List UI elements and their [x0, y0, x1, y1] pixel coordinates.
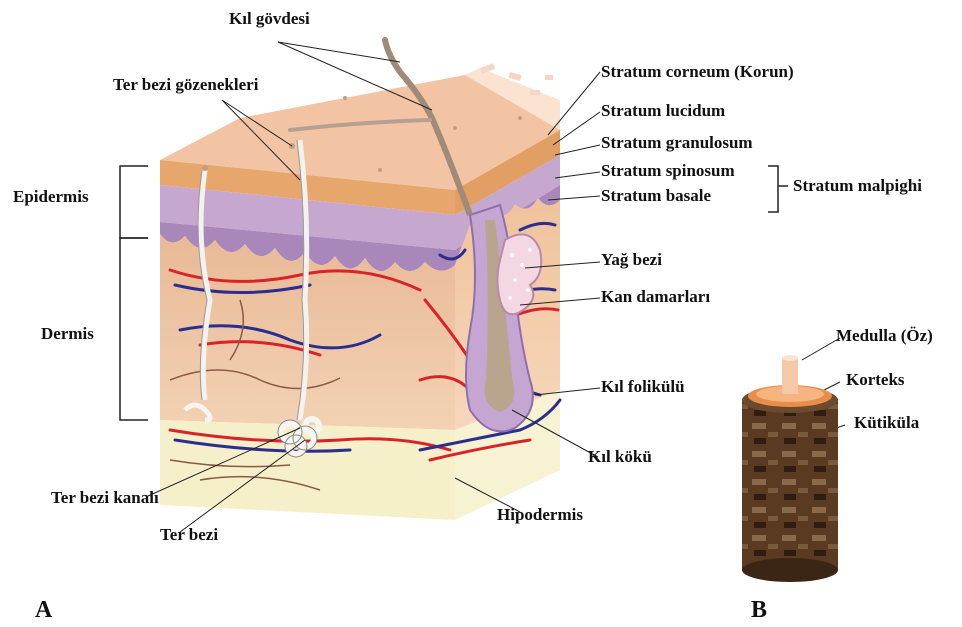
- hair-medulla: [782, 358, 798, 394]
- hair-medulla-top: [782, 355, 798, 361]
- label-korteks: Korteks: [846, 371, 905, 388]
- label-stratum-basale: Stratum basale: [601, 187, 711, 204]
- hair-cuticle-base: [742, 558, 838, 582]
- label-yag-bezi: Yağ bezi: [601, 251, 662, 268]
- label-kil-folikulu: Kıl folikülü: [601, 378, 685, 395]
- panel-label-a: A: [35, 598, 52, 622]
- label-stratum-corneum: Stratum corneum (Korun): [601, 63, 794, 80]
- label-ter-bezi-gozenekleri: Ter bezi gözenekleri: [113, 76, 258, 93]
- label-kan-damarlari: Kan damarları: [601, 288, 710, 305]
- label-hipodermis: Hipodermis: [497, 506, 583, 523]
- label-kutikula: Kütiküla: [854, 414, 919, 431]
- panel-label-b: B: [751, 598, 767, 622]
- label-stratum-spinosum: Stratum spinosum: [601, 162, 735, 179]
- label-ter-bezi: Ter bezi: [160, 526, 218, 543]
- label-stratum-granulosum: Stratum granulosum: [601, 134, 753, 151]
- label-ter-bezi-kanali: Ter bezi kanalı: [51, 489, 159, 506]
- label-kil-govdesi: Kıl gövdesi: [229, 10, 310, 27]
- label-stratum-malpighi: Stratum malpighi: [793, 177, 922, 194]
- label-medulla: Medulla (Öz): [836, 327, 933, 344]
- hair-cuticle-cylinder: [742, 400, 838, 570]
- label-kil-koku: Kıl kökü: [588, 448, 652, 465]
- label-epidermis: Epidermis: [13, 188, 89, 205]
- label-dermis: Dermis: [41, 325, 94, 342]
- label-stratum-lucidum: Stratum lucidum: [601, 102, 725, 119]
